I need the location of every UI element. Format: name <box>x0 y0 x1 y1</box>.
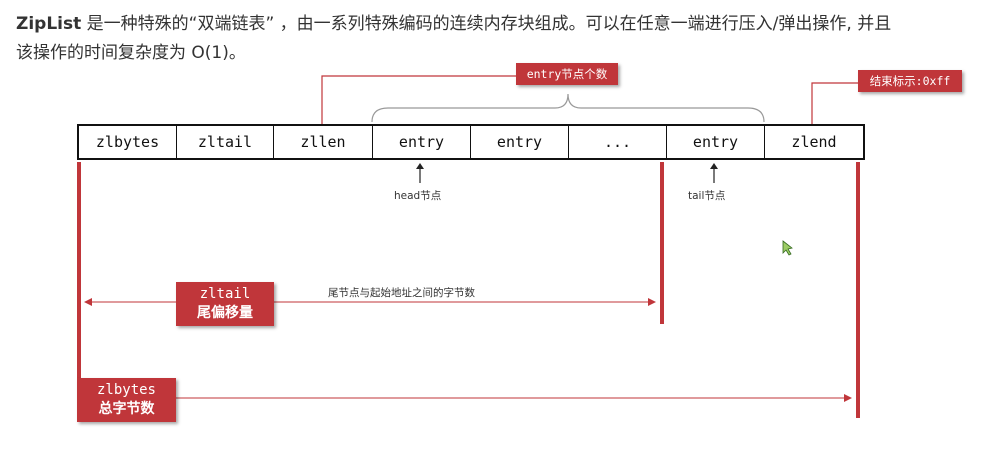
entries-brace <box>371 93 765 123</box>
end-bar <box>856 162 860 418</box>
intro-paragraph: ZipList 是一种特殊的“双端链表” ，由一系列特殊编码的连续内存块组成。可… <box>16 10 976 68</box>
zltail-offset-tip-left <box>84 298 92 306</box>
tail-node-label: tail节点 <box>688 190 726 202</box>
zlbytes-tag-title: zlbytes <box>96 382 156 398</box>
field-zlbytes: zlbytes <box>79 126 177 158</box>
head-arrow-tip <box>416 163 424 169</box>
tail-arrow-tip <box>710 163 718 169</box>
offset-description: 尾节点与起始地址之间的字节数 <box>328 287 475 299</box>
ziplist-structure: zlbytes zltail zllen entry entry ... ent… <box>77 124 865 160</box>
zltail-tag-subtitle: 尾偏移量 <box>197 305 253 321</box>
zltail-tag-title: zltail <box>199 286 251 302</box>
mouse-cursor-icon <box>782 240 793 256</box>
intro-line-1: ZipList 是一种特殊的“双端链表” ，由一系列特殊编码的连续内存块组成。可… <box>16 10 976 39</box>
intro-term: ZipList <box>16 14 82 34</box>
zlbytes-tag-subtitle: 总字节数 <box>98 401 155 417</box>
intro-line-2: 该操作的时间复杂度为 O(1)。 <box>16 43 246 63</box>
field-entry: entry <box>471 126 569 158</box>
zlbytes-total-tag: zlbytes 总字节数 <box>77 378 176 422</box>
zlbytes-tip <box>844 394 852 402</box>
entry-count-tag: entry节点个数 <box>516 63 618 85</box>
end-marker-tag: 结束标示:0xff <box>858 70 962 92</box>
zltail-offset-tag: zltail 尾偏移量 <box>176 282 274 326</box>
field-zllen: zllen <box>274 126 373 158</box>
zllen-connector <box>321 75 516 124</box>
tail-bar <box>660 162 664 324</box>
field-ellipsis: ... <box>569 126 667 158</box>
field-zltail: zltail <box>177 126 274 158</box>
zlend-connector <box>811 82 858 124</box>
field-entry-tail: entry <box>667 126 765 158</box>
field-zlend: zlend <box>791 133 837 151</box>
field-entry-head: entry <box>373 126 471 158</box>
intro-text-1: 是一种特殊的“双端链表” ，由一系列特殊编码的连续内存块组成。可以在任意一端进行… <box>81 14 892 34</box>
start-bar <box>77 162 81 418</box>
zltail-offset-tip-right <box>648 298 656 306</box>
head-node-label: head节点 <box>394 190 442 202</box>
